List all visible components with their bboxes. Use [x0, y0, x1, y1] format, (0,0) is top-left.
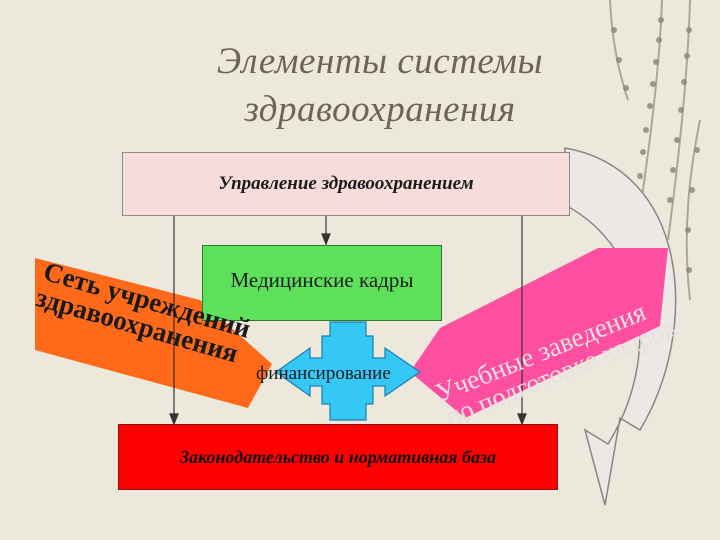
financing-label: финансирование [256, 363, 391, 384]
management-box: Управление здравоохранением [122, 152, 570, 216]
legislation-label: Законодательство и нормативная база [179, 446, 497, 467]
title-line-1: Элементы системы [216, 41, 544, 82]
management-label: Управление здравоохранением [218, 173, 474, 194]
title-line-2: здравоохранения [244, 89, 516, 130]
medical-staff-label: Медицинские кадры [230, 268, 414, 292]
legislation-box: Законодательство и нормативная база [118, 424, 558, 490]
education-arrow-shape [410, 248, 668, 418]
network-arrow-shape [35, 258, 272, 408]
financing-four-way-arrow [274, 321, 422, 421]
slide-title: Элементы системы здравоохранения [150, 38, 610, 134]
medical-staff-box: Медицинские кадры [202, 245, 442, 321]
